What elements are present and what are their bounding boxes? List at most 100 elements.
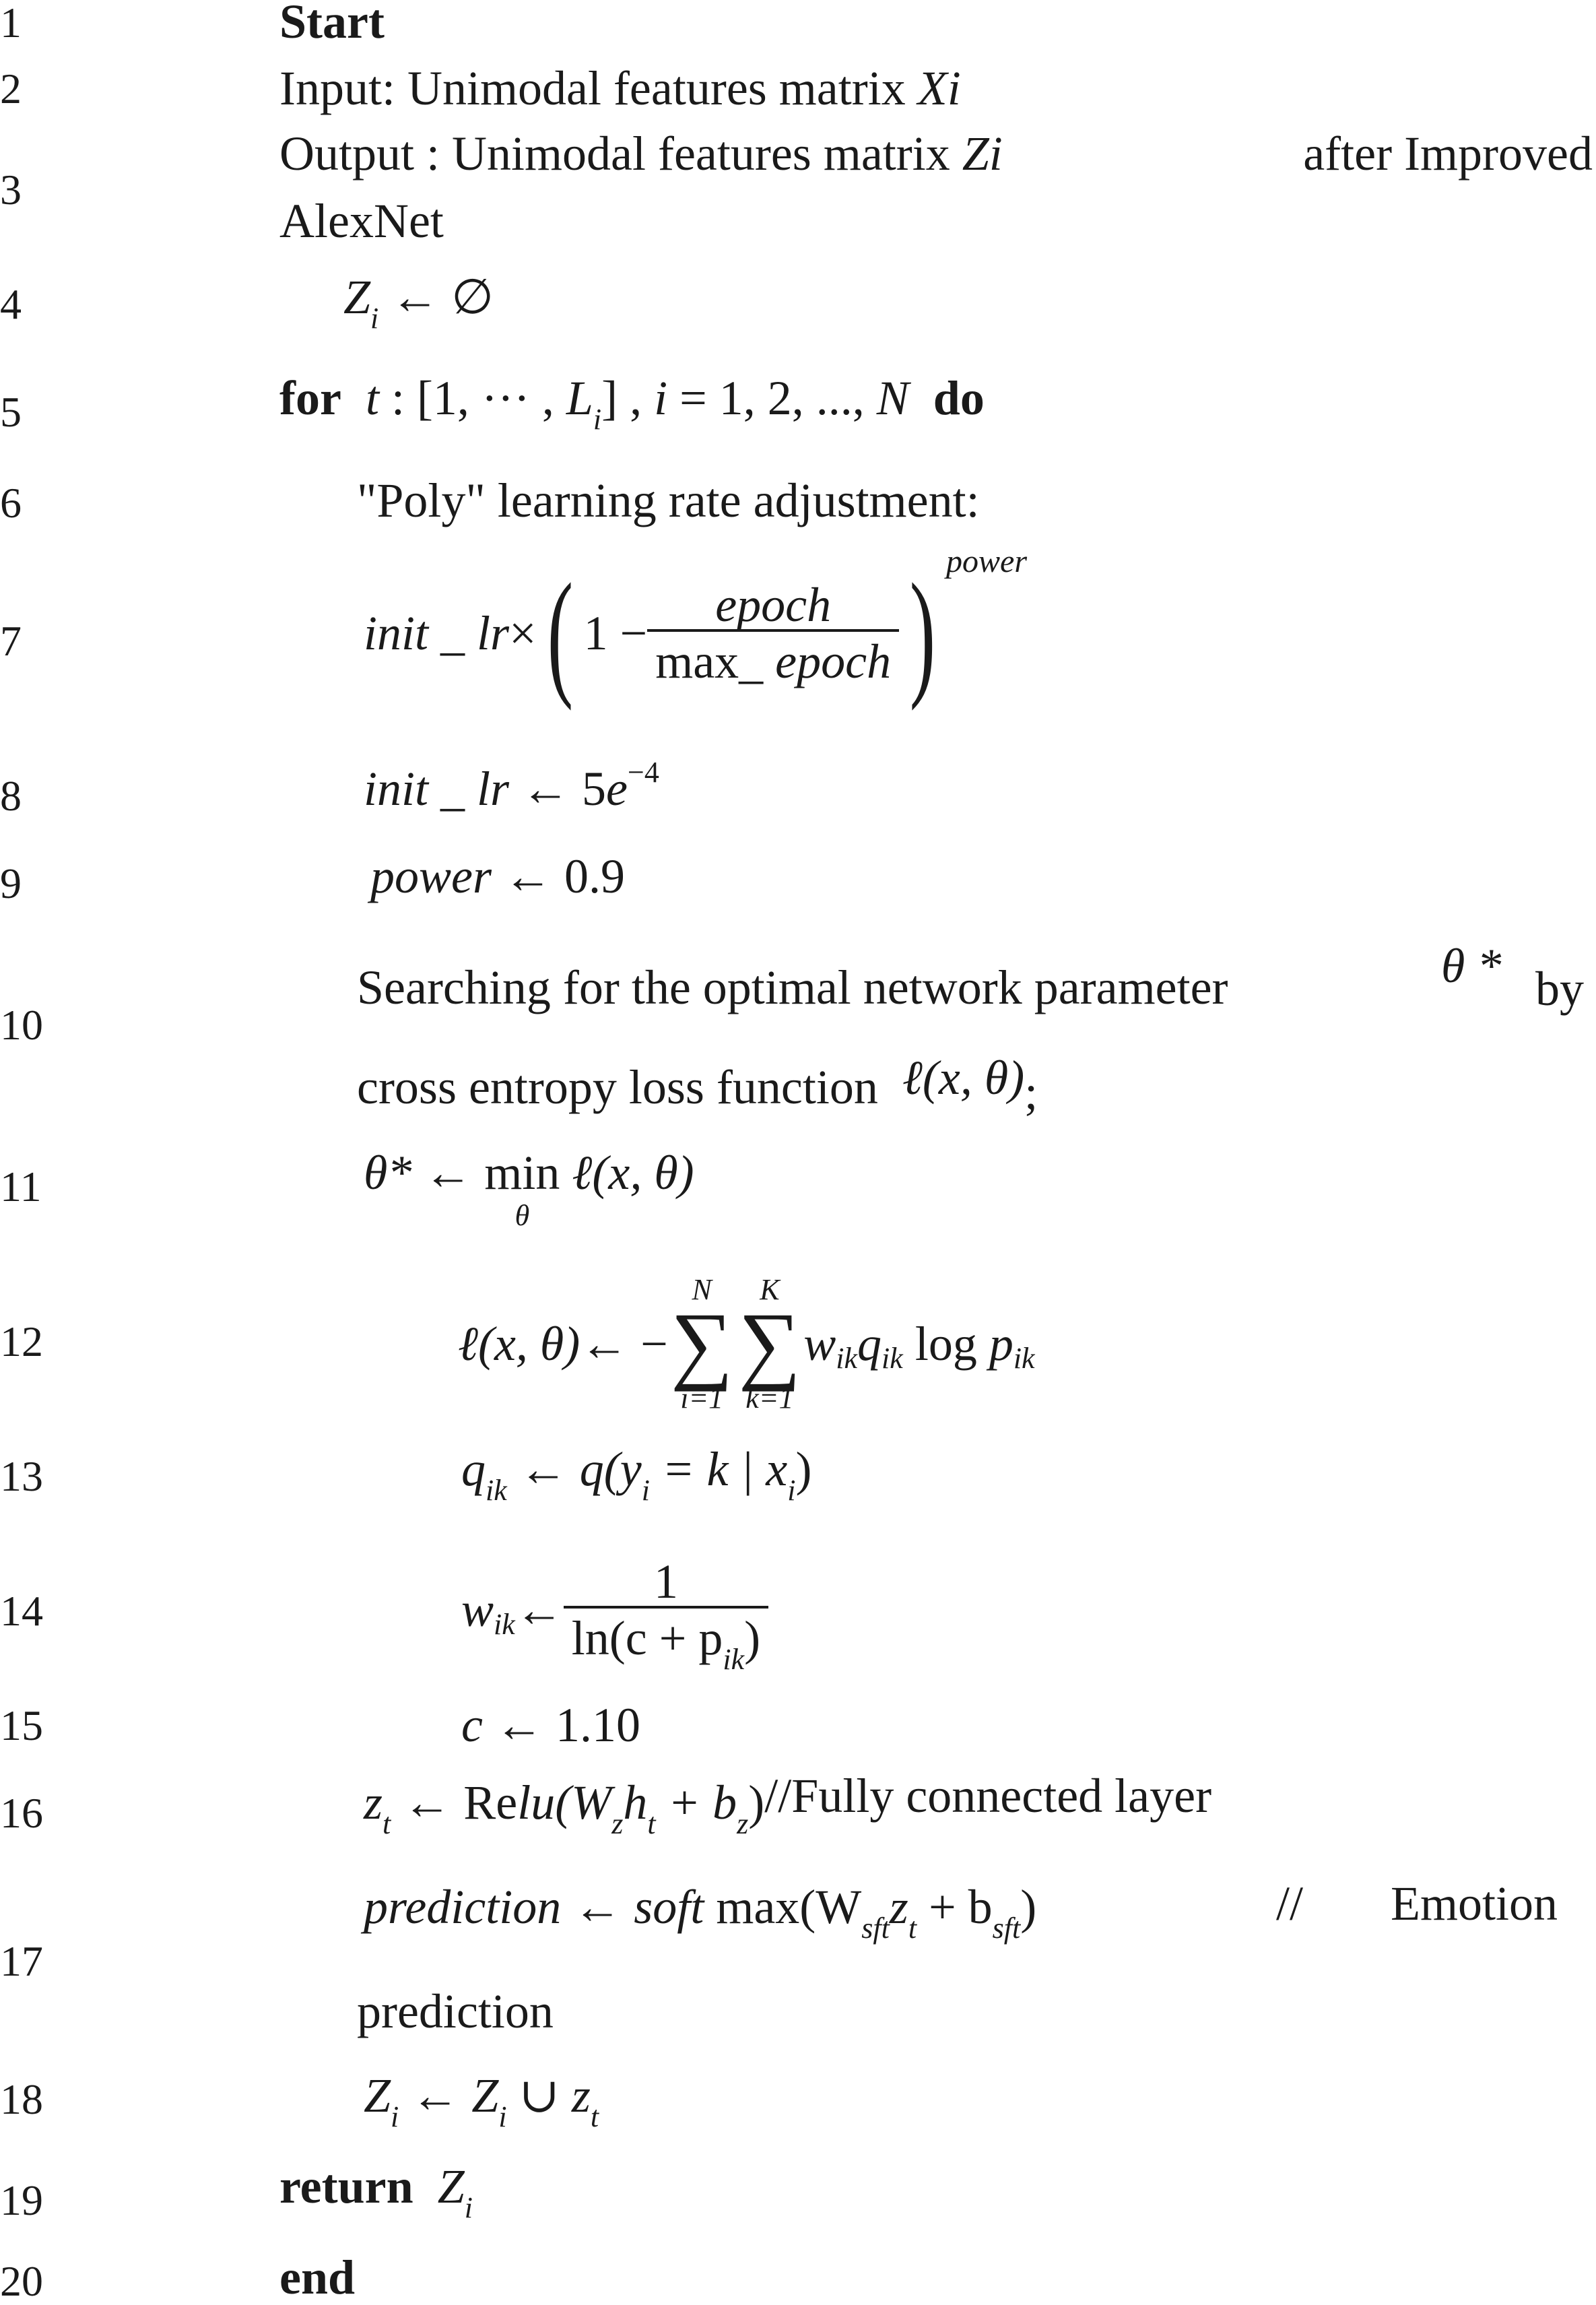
- ik-sub: ik: [486, 1474, 507, 1507]
- open-w: (W: [555, 1776, 612, 1829]
- sigma-symbol: ∑: [670, 1295, 733, 1392]
- z-var: z: [364, 1776, 383, 1829]
- z-var: Z: [343, 270, 371, 324]
- assign: ←: [561, 1880, 634, 1934]
- sigma-symbol: ∑: [738, 1295, 801, 1392]
- q-var: q: [857, 1317, 882, 1371]
- line-number: 16: [0, 1789, 43, 1837]
- range-a: : [1, ··· ,: [378, 371, 566, 425]
- exponent: −4: [628, 756, 659, 789]
- min-text: min: [484, 1146, 560, 1200]
- relu-lu: lu: [517, 1776, 556, 1829]
- z-sub: z: [737, 1807, 749, 1840]
- range-c: = 1, 2, ...,: [667, 371, 877, 425]
- z-sub: i: [370, 302, 379, 335]
- comment-emotion: Emotion: [1391, 1877, 1558, 1930]
- input-text: Input: Unimodal features matrix: [279, 61, 918, 115]
- line-number: 13: [0, 1452, 43, 1500]
- var-N: N: [876, 371, 909, 425]
- prediction-var: prediction: [364, 1880, 562, 1934]
- fc-comment: //Fully connected layer: [764, 1769, 1212, 1823]
- t-sub: t: [647, 1807, 656, 1840]
- q-rest-a: ← q(y: [506, 1442, 642, 1496]
- q-rest-c: ): [795, 1442, 812, 1496]
- z-var: z: [889, 1880, 908, 1934]
- right-paren: ): [909, 555, 936, 711]
- line-number: 17: [0, 1937, 43, 1985]
- q-var: q: [461, 1442, 486, 1496]
- return-line: return Zi: [279, 2160, 473, 2223]
- theta-star: θ *: [1441, 939, 1502, 993]
- epoch-fraction: epoch max_ epoch: [647, 581, 900, 688]
- q-rest-b: = k | x: [649, 1442, 788, 1496]
- power-var: power: [370, 849, 492, 903]
- line-number: 9: [0, 859, 22, 907]
- close-paren: ): [744, 1611, 761, 1665]
- return-keyword: return: [279, 2160, 413, 2213]
- fc-line: zt ← Relu(Wzht + bz)//Fully connected la…: [364, 1772, 1211, 1839]
- line-number: 7: [0, 617, 22, 665]
- i-sub: i: [391, 2100, 399, 2133]
- output-line-cont: AlexNet: [279, 194, 444, 248]
- poly-lr-line: "Poly" learning rate adjustment:: [357, 474, 980, 527]
- output-text: Output : Unimodal features matrix: [279, 127, 962, 181]
- relu-re: ← Re: [391, 1776, 518, 1829]
- close-paren: ): [1020, 1880, 1037, 1934]
- c-var: c: [461, 1698, 483, 1752]
- line-number: 6: [0, 479, 22, 527]
- plus-b: + b: [917, 1880, 993, 1934]
- by-word: by: [1535, 962, 1584, 1016]
- one-minus: 1 −: [583, 606, 648, 660]
- ik-sub: ik: [882, 1342, 903, 1375]
- output-var: Zi: [962, 127, 1003, 181]
- sum-k: K ∑ k=1: [738, 1274, 801, 1413]
- w-fraction: 1 ln(c + pik): [563, 1555, 769, 1675]
- sum-upper: N: [692, 1272, 712, 1306]
- semicolon: ;: [1024, 1066, 1038, 1119]
- sft-sub: sft: [992, 1912, 1021, 1945]
- assign: ←: [399, 2069, 472, 2122]
- w-var: w: [803, 1317, 836, 1371]
- x-sub: i: [787, 1474, 796, 1507]
- line-number: 3: [0, 166, 22, 214]
- assign: ← 5: [509, 762, 607, 816]
- z-var: Z: [471, 2069, 499, 2122]
- line-number: 5: [0, 388, 22, 436]
- union-op: ∪: [506, 2069, 572, 2122]
- z-var: Z: [364, 2069, 391, 2122]
- line-number: 2: [0, 65, 22, 112]
- soft-text: soft: [634, 1880, 704, 1934]
- loss-fn: ℓ(x, θ): [572, 1146, 694, 1200]
- max-text: max_: [655, 635, 776, 688]
- sft-sub: sft: [861, 1912, 890, 1945]
- var-i: i: [654, 371, 668, 425]
- assign: ←: [411, 1146, 485, 1200]
- union-line: Zi ← Zi ∪ zt: [364, 2069, 599, 2132]
- input-var: Xi: [917, 61, 961, 115]
- sum-lower: i=1: [680, 1381, 724, 1415]
- log-text: log: [902, 1317, 989, 1371]
- y-sub: i: [641, 1474, 650, 1507]
- output-text-a: Output : Unimodal features matrix Zi: [279, 129, 1003, 178]
- comment-prediction: prediction: [357, 1984, 554, 2038]
- ln-text: ln(c + p: [571, 1611, 723, 1665]
- loss-text: cross entropy loss function: [357, 1060, 878, 1114]
- search-line-cont: cross entropy loss function ℓ(x, θ);: [357, 1053, 1038, 1117]
- left-paren: (: [547, 555, 573, 711]
- comment-slashes: //: [1276, 1877, 1304, 1930]
- ik-sub: ik: [723, 1643, 745, 1676]
- plus-b: + b: [655, 1776, 737, 1829]
- times-op: ×: [509, 606, 537, 660]
- line-number: 11: [0, 1163, 42, 1210]
- frac-num: 1: [653, 1555, 678, 1609]
- h-var: h: [623, 1776, 648, 1829]
- power-exp: power: [946, 544, 1028, 579]
- max-text: max(W: [704, 1880, 862, 1934]
- line-number: 20: [0, 2257, 43, 2305]
- line-number: 12: [0, 1318, 43, 1365]
- t-sub: t: [908, 1912, 917, 1945]
- line-number: 15: [0, 1701, 43, 1749]
- var-t: t: [365, 371, 379, 425]
